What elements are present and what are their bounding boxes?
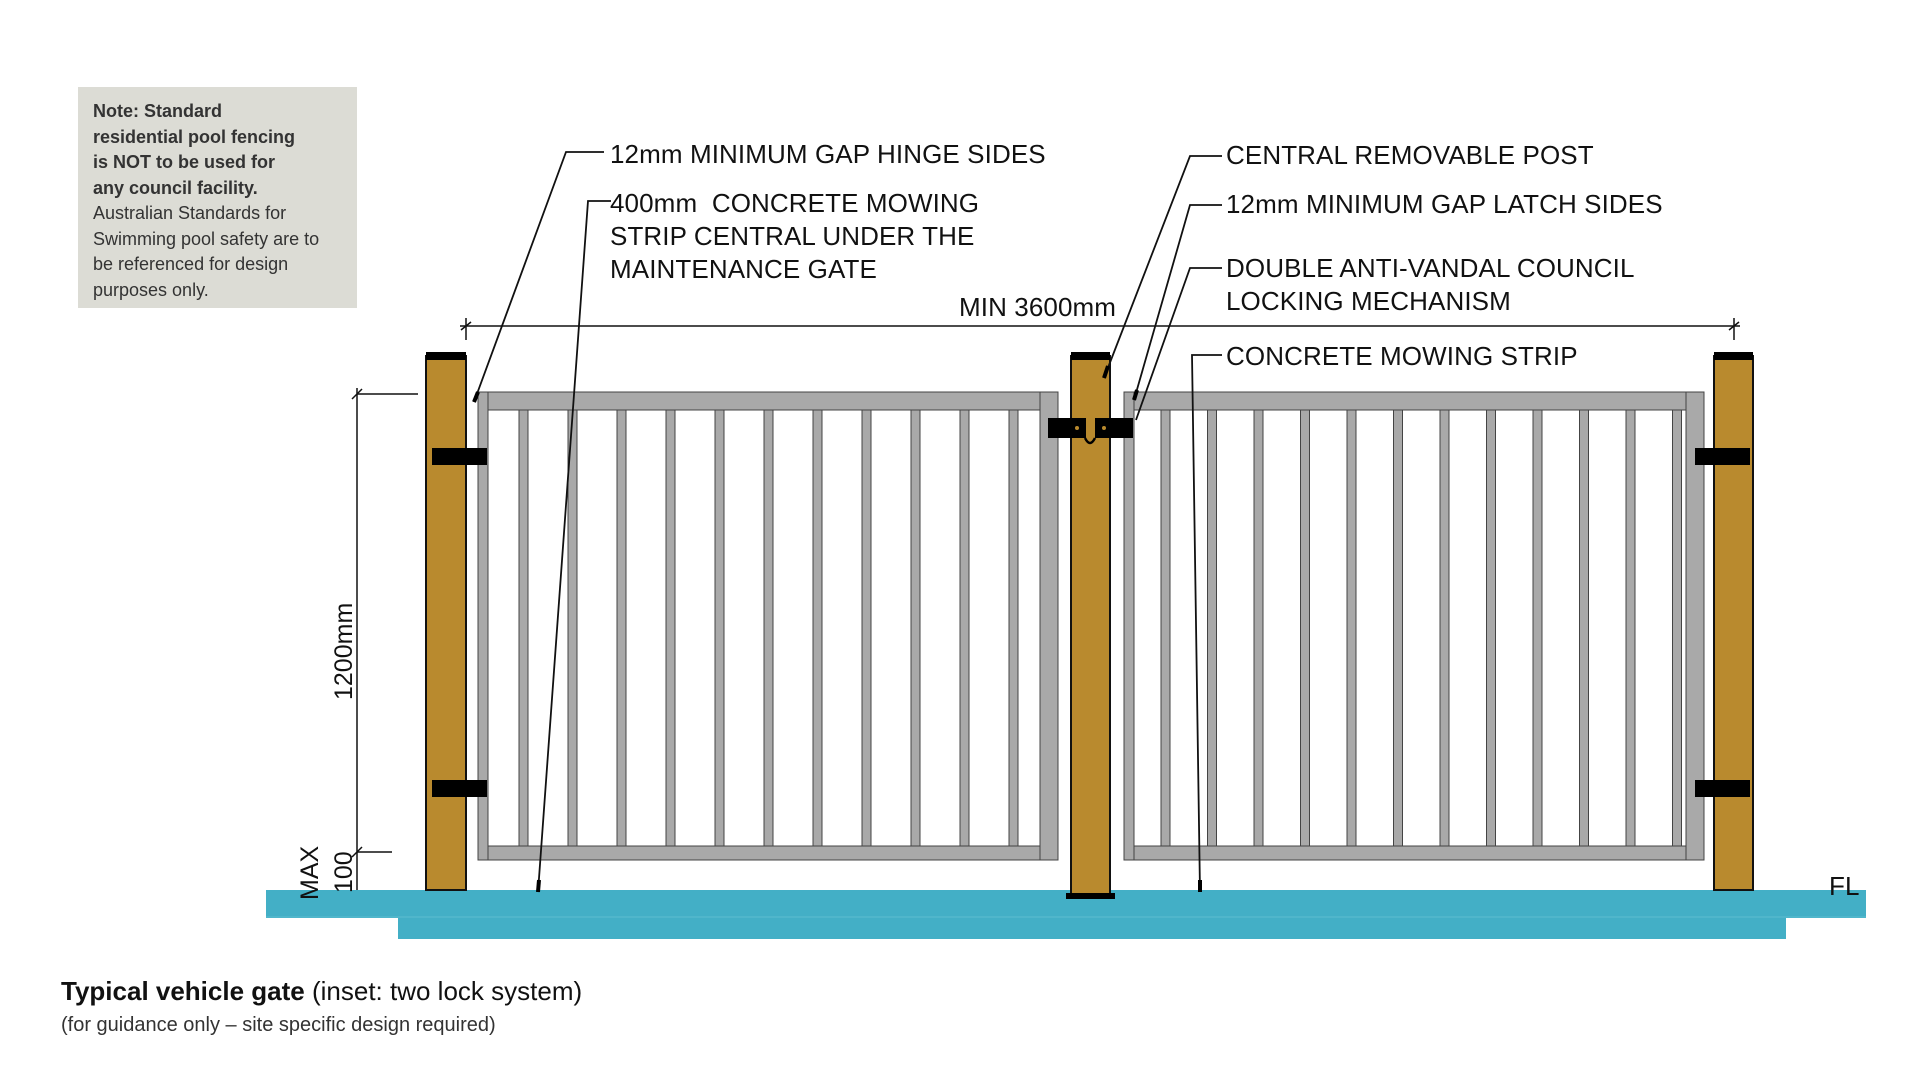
- gate-picket: [1486, 409, 1496, 847]
- note-line: Note: Standard: [93, 101, 223, 121]
- label-latch-gap: 12mm MINIMUM GAP LATCH SIDES: [1226, 189, 1663, 219]
- caption-title: Typical vehicle gate: [61, 976, 305, 1006]
- note-standards-text: Australian Standards for Swimming pool s…: [93, 203, 320, 300]
- width-dimension: [460, 318, 1740, 340]
- leader-ticks: [472, 365, 1202, 893]
- right-post: [1713, 352, 1754, 891]
- post-cap: [1714, 352, 1753, 360]
- note-box: Note: Standard residential pool fencing …: [78, 87, 357, 308]
- hinge-left-bottom: [432, 780, 487, 797]
- gate-picket: [1008, 409, 1019, 847]
- gate-picket: [861, 409, 872, 847]
- gate-picket: [1207, 409, 1217, 847]
- label-floor-level: FL: [1829, 871, 1860, 901]
- post-base-plate: [1066, 893, 1115, 899]
- left-gate-stile: [1039, 391, 1059, 861]
- right-gate-stile: [1123, 391, 1135, 861]
- left-gate-top-rail: [477, 391, 1059, 411]
- left-gate-bottom-rail: [477, 845, 1059, 861]
- label-locking-mechanism: DOUBLE ANTI-VANDAL COUNCIL LOCKING MECHA…: [1226, 253, 1635, 316]
- gate-picket: [616, 409, 627, 847]
- gate-picket: [1346, 409, 1357, 847]
- label-mowing-strip: CONCRETE MOWING STRIP: [1226, 341, 1578, 371]
- label-central-post: CENTRAL REMOVABLE POST: [1226, 140, 1594, 170]
- gate-picket: [763, 409, 774, 847]
- gate-picket: [518, 409, 529, 847]
- left-gate-stile: [477, 391, 489, 861]
- right-gate-top-rail: [1123, 391, 1705, 411]
- locking-mechanism: [1048, 418, 1133, 445]
- caption-subtitle: (for guidance only – site specific desig…: [61, 1014, 496, 1036]
- gate-picket: [1160, 409, 1171, 847]
- hinge-right-bottom: [1695, 780, 1750, 797]
- label-mowing-strip-central: 400mm CONCRETE MOWING STRIP CENTRAL UNDE…: [610, 188, 980, 284]
- gate-picket: [714, 409, 725, 847]
- left-post: [425, 352, 467, 891]
- gate-picket: [1253, 409, 1264, 847]
- central-post: [1066, 352, 1115, 899]
- gate-picket: [959, 409, 970, 847]
- right-gate-bottom-rail: [1123, 845, 1705, 861]
- gate-picket: [1579, 409, 1589, 847]
- label-max-value: 100: [330, 851, 358, 893]
- gate-picket: [665, 409, 676, 847]
- post-cap: [426, 352, 466, 360]
- concrete-mowing-strip-lower: [398, 917, 1786, 939]
- post-cap: [1071, 352, 1110, 360]
- hinge-right-top: [1695, 448, 1750, 465]
- gate-picket: [812, 409, 823, 847]
- caption-inset: (inset: two lock system): [304, 976, 583, 1006]
- gate-picket: [567, 409, 578, 847]
- note-line: residential pool fencing: [93, 126, 296, 147]
- right-gate-stile: [1685, 391, 1705, 861]
- gate-picket: [910, 409, 921, 847]
- gate-leaves: [477, 391, 1705, 861]
- height-dimension: [351, 388, 418, 890]
- gate-picket: [1300, 409, 1310, 847]
- label-width-dimension: MIN 3600mm: [959, 292, 1117, 322]
- gate-picket: [1672, 409, 1682, 847]
- note-line: is NOT to be used for: [93, 152, 276, 172]
- label-hinge-gap: 12mm MINIMUM GAP HINGE SIDES: [610, 139, 1046, 169]
- leader-lines: [473, 151, 1222, 893]
- label-height-dimension: 1200mm: [330, 602, 358, 700]
- gate-picket: [1625, 409, 1636, 847]
- gate-picket: [1439, 409, 1450, 847]
- figure-caption: Typical vehicle gate (inset: two lock sy…: [61, 976, 582, 1007]
- note-line: any council facility.: [93, 177, 258, 198]
- label-max: MAX: [296, 845, 324, 900]
- hinge-left-top: [432, 448, 487, 465]
- gate-picket: [1532, 409, 1543, 847]
- gate-picket: [1393, 409, 1403, 847]
